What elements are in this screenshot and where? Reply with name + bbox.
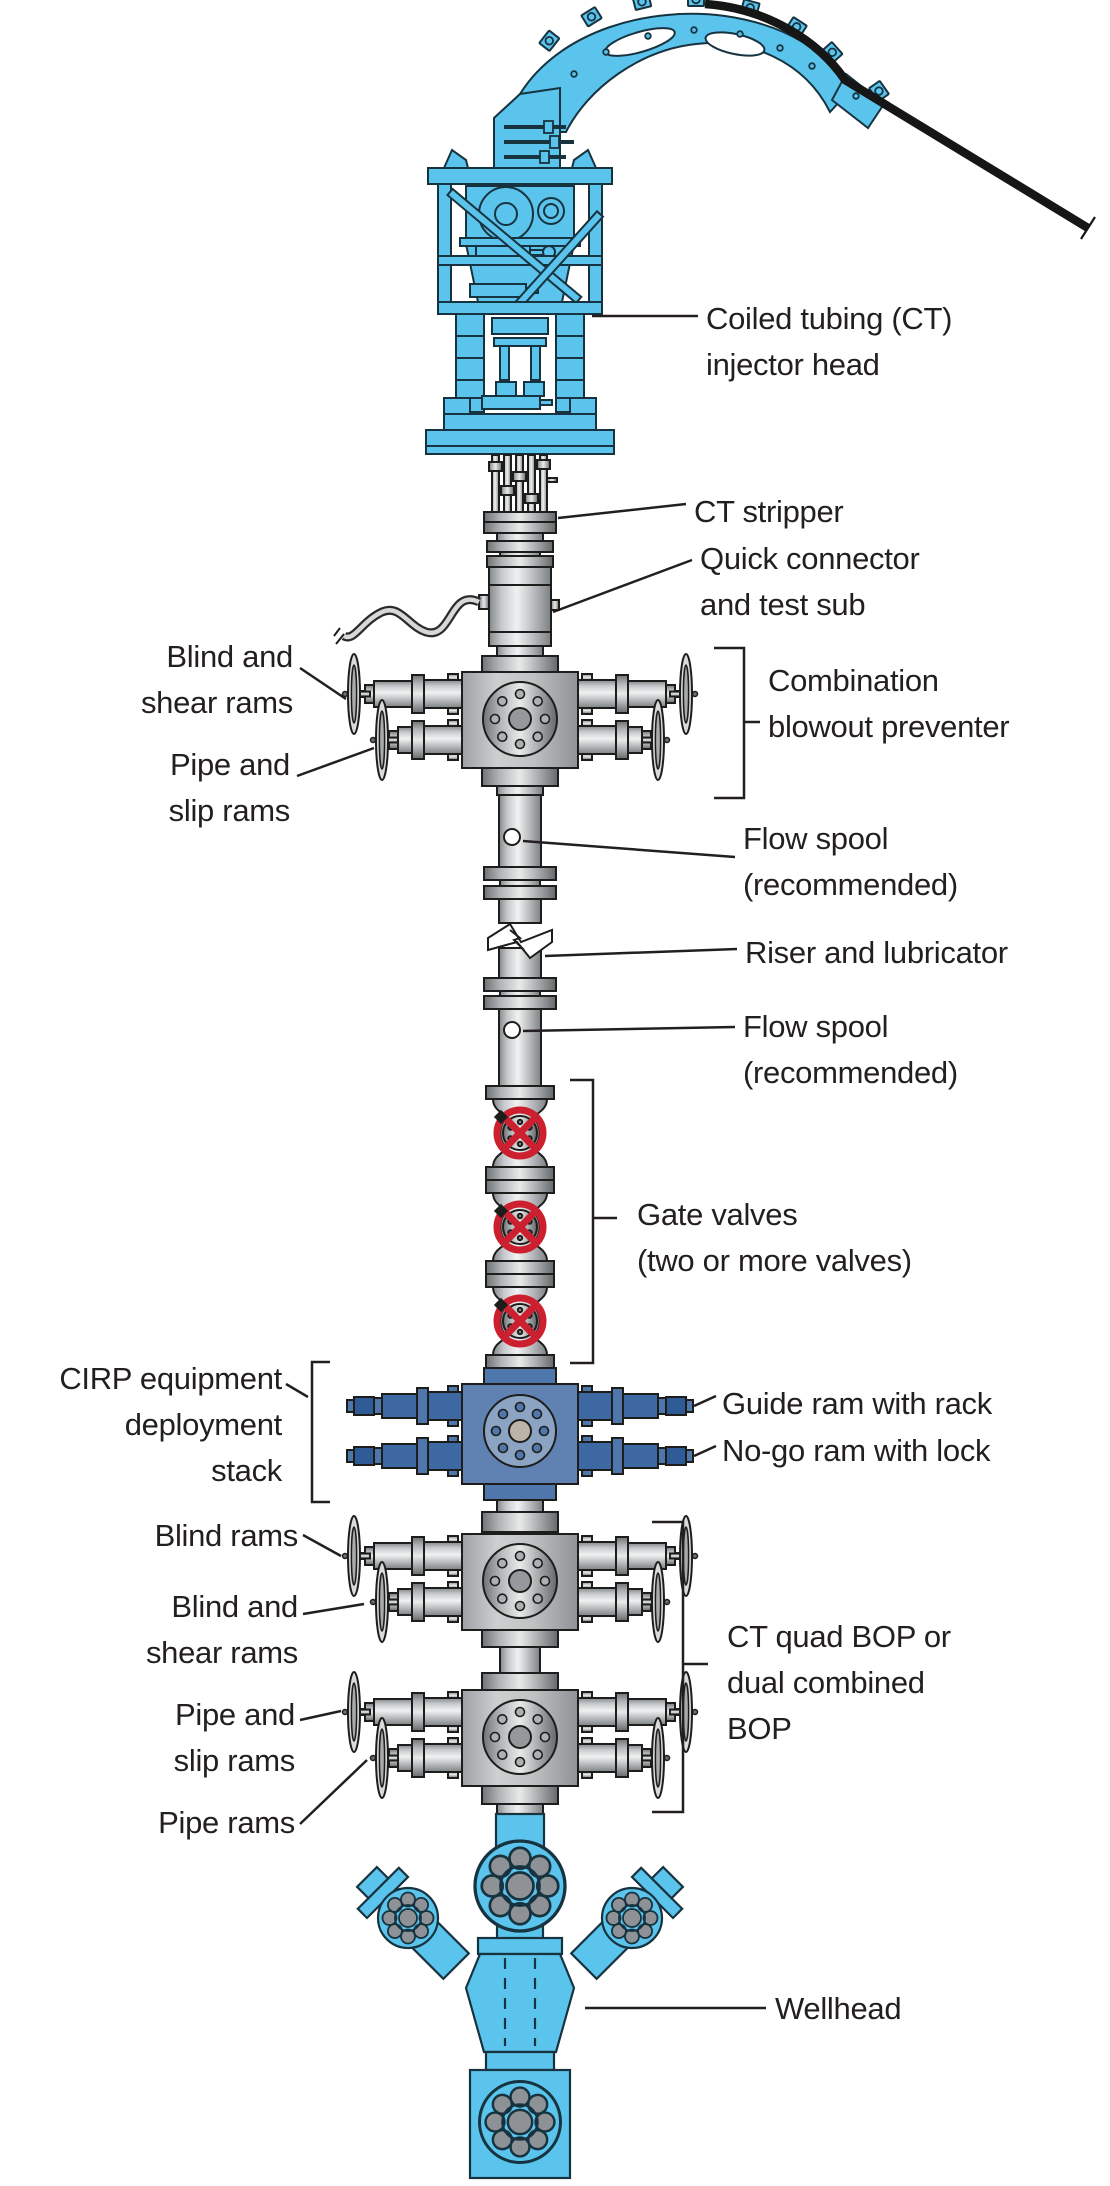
- leader-flow-spool-lower: [522, 1025, 736, 1033]
- gate-valve-2-icon: [486, 1180, 554, 1274]
- coiled-tubing-string-icon: [704, 0, 1096, 240]
- label-line: Guide ram with rack: [722, 1386, 992, 1421]
- label-line: stack: [211, 1453, 282, 1488]
- label-line: CT stripper: [694, 494, 844, 529]
- label-line: and test sub: [700, 587, 866, 622]
- label-quick-connector: Quick connector and test sub: [700, 536, 920, 628]
- bracket-quad-bop: [652, 1520, 685, 1814]
- leader-blind-rams: [302, 1533, 342, 1558]
- label-line: Pipe rams: [158, 1805, 295, 1840]
- bracket-gate-valves: [570, 1078, 595, 1365]
- leader-riser: [544, 947, 738, 958]
- label-line: (recommended): [743, 1055, 958, 1090]
- tower-pins-icon: [504, 120, 574, 164]
- label-blind-rams: Blind rams: [28, 1513, 299, 1559]
- label-flow-spool-upper: Flow spool (recommended): [743, 816, 958, 908]
- label-line: Pipe and: [175, 1697, 295, 1732]
- label-line: (two or more valves): [637, 1243, 912, 1278]
- injector-head-illustration: [425, 0, 1096, 455]
- label-line: Quick connector: [700, 541, 920, 576]
- label-pipe-slip-upper: Pipe and slip rams: [20, 742, 291, 834]
- label-wellhead: Wellhead: [775, 1986, 902, 2032]
- label-line: slip rams: [168, 793, 291, 828]
- label-line: Pipe and: [170, 747, 290, 782]
- label-nogo-ram: No-go ram with lock: [722, 1428, 991, 1474]
- label-line: Flow spool: [743, 821, 889, 856]
- label-riser-lubricator: Riser and lubricator: [745, 930, 1008, 976]
- gate-valve-1-icon: [486, 1086, 554, 1180]
- label-combination-bop: Combination blowout preventer: [768, 658, 1010, 750]
- leader-blind-shear-lower: [302, 1602, 365, 1616]
- label-line: CIRP equipment: [59, 1361, 282, 1396]
- leader-pipe-slip-lower: [299, 1709, 342, 1722]
- leader-guide-ram: [693, 1394, 717, 1408]
- gate-valve-3-icon: [486, 1274, 554, 1368]
- injector-chain-zone-icon: [443, 313, 597, 415]
- label-line: shear rams: [140, 685, 293, 720]
- label-line: Riser and lubricator: [745, 935, 1008, 970]
- label-line: blowout preventer: [768, 709, 1010, 744]
- cirp-stack-icon: [347, 1384, 693, 1484]
- quick-connector-icon: [333, 566, 560, 647]
- label-line: Combination: [768, 663, 939, 698]
- label-line: deployment: [124, 1407, 283, 1442]
- quad-bop-lower-icon: [343, 1672, 698, 1798]
- leader-flow-spool-upper: [522, 839, 736, 859]
- gooseneck-arch-icon: [518, 0, 890, 133]
- ct-stripper-icon: [483, 511, 557, 568]
- bracket-cirp: [310, 1360, 330, 1504]
- combination-bop-icon: [343, 654, 698, 780]
- label-line: Blind rams: [154, 1518, 299, 1553]
- label-line: CT quad BOP or: [727, 1619, 951, 1654]
- pressure-control-stack: [333, 454, 698, 1815]
- flow-spool-lower-icon: [498, 1008, 542, 1087]
- label-ct-stripper: CT stripper: [694, 489, 844, 535]
- quad-bop-upper-icon: [343, 1516, 698, 1642]
- label-line: No-go ram with lock: [722, 1433, 991, 1468]
- leader-ct-stripper: [557, 502, 687, 520]
- label-line: Coiled tubing (CT): [706, 301, 953, 336]
- leader-blind-shear-upper: [299, 666, 347, 701]
- wellhead-icon: [355, 1812, 685, 2180]
- label-flow-spool-lower: Flow spool (recommended): [743, 1004, 958, 1096]
- label-gate-valves: Gate valves (two or more valves): [637, 1192, 912, 1284]
- label-line: Wellhead: [775, 1991, 902, 2026]
- label-line: dual combined: [727, 1665, 925, 1700]
- label-line: slip rams: [173, 1743, 296, 1778]
- leader-pipe-rams: [299, 1759, 368, 1825]
- label-ct-quad-bop: CT quad BOP or dual combined BOP: [727, 1614, 951, 1752]
- leader-pipe-slip-upper: [296, 746, 375, 778]
- leader-quick-connector: [552, 558, 693, 614]
- label-blind-shear-upper: Blind and shear rams: [23, 634, 293, 726]
- label-pipe-slip-lower: Pipe and slip rams: [25, 1692, 296, 1784]
- stripper-rods-icon: [488, 454, 558, 513]
- bracket-combination-bop: [714, 646, 746, 800]
- label-line: Blind and: [166, 639, 293, 674]
- label-line: Flow spool: [743, 1009, 889, 1044]
- label-cirp-stack: CIRP equipment deployment stack: [12, 1356, 282, 1494]
- leader-nogo-ram: [693, 1444, 717, 1458]
- label-line: (recommended): [743, 867, 958, 902]
- label-line: injector head: [706, 347, 880, 382]
- leader-cirp: [285, 1382, 309, 1399]
- label-blind-shear-lower: Blind and shear rams: [28, 1584, 298, 1676]
- label-line: BOP: [727, 1711, 792, 1746]
- label-line: Gate valves: [637, 1197, 798, 1232]
- riser-lubricator-icon: [483, 898, 557, 1010]
- label-line: shear rams: [145, 1635, 298, 1670]
- label-guide-ram: Guide ram with rack: [722, 1381, 992, 1427]
- flow-spool-upper-icon: [483, 794, 557, 900]
- label-coiled-tubing-injector-head: Coiled tubing (CT) injector head: [706, 296, 952, 388]
- label-pipe-rams: Pipe rams: [25, 1800, 295, 1846]
- label-line: Blind and: [171, 1589, 298, 1624]
